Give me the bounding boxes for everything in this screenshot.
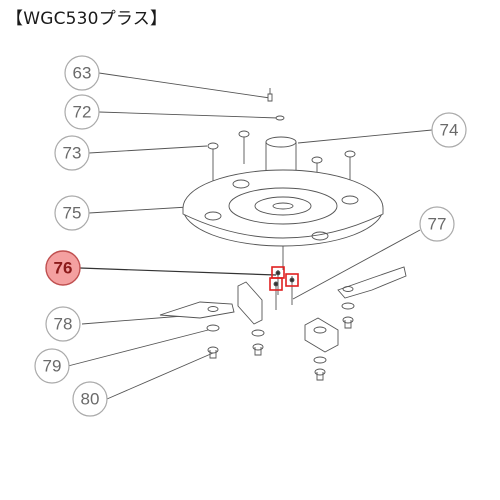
- callout-79: 79: [34, 348, 70, 384]
- leader-line-78: [81, 315, 184, 325]
- leader-line-72: [98, 111, 279, 119]
- svg-text:75: 75: [63, 204, 82, 223]
- leader-line-75: [88, 206, 189, 214]
- part-78-blade-left: [159, 301, 235, 319]
- svg-text:77: 77: [428, 215, 447, 234]
- blade-holder-right: [304, 317, 339, 353]
- leader-line-80: [106, 352, 214, 400]
- leader-line-76: [79, 267, 277, 276]
- part-72-washer: [275, 115, 285, 121]
- callout-76: 76: [45, 250, 81, 286]
- part-63-pin: [267, 88, 273, 102]
- blade-holder-left: [237, 281, 263, 325]
- part-78-blade-right: [337, 266, 407, 299]
- leader-line-73: [88, 145, 208, 154]
- svg-text:63: 63: [73, 64, 92, 83]
- svg-text:73: 73: [63, 144, 82, 163]
- part-76-highlight-boxes: [269, 266, 299, 291]
- callout-78: 78: [45, 306, 81, 342]
- callout-72: 72: [64, 94, 100, 130]
- leader-line-74: [297, 129, 433, 144]
- leader-line-77: [292, 229, 421, 300]
- leader-line-63: [98, 72, 271, 99]
- svg-text:80: 80: [81, 390, 100, 409]
- svg-text:79: 79: [43, 357, 62, 376]
- callout-75: 75: [54, 195, 90, 231]
- svg-text:72: 72: [73, 103, 92, 122]
- part-76-small-bolts: [273, 270, 295, 310]
- callout-74: 74: [431, 112, 467, 148]
- part-73-bolts: [207, 130, 356, 190]
- callout-80: 80: [72, 381, 108, 417]
- callout-73: 73: [54, 135, 90, 171]
- callouts: 63 72 73 74 75 76 77 78 79 80: [34, 55, 467, 417]
- svg-text:78: 78: [54, 315, 73, 334]
- callout-77: 77: [419, 206, 455, 242]
- callout-63: 63: [64, 55, 100, 91]
- svg-text:76: 76: [54, 259, 73, 278]
- part-75-disc: [182, 169, 384, 270]
- part-79-washers: [206, 302, 355, 364]
- part-80-bolts: [207, 316, 354, 381]
- leader-line-79: [67, 328, 213, 367]
- svg-text:74: 74: [440, 121, 459, 140]
- diagram-title: 【WGC530プラス】: [6, 9, 168, 29]
